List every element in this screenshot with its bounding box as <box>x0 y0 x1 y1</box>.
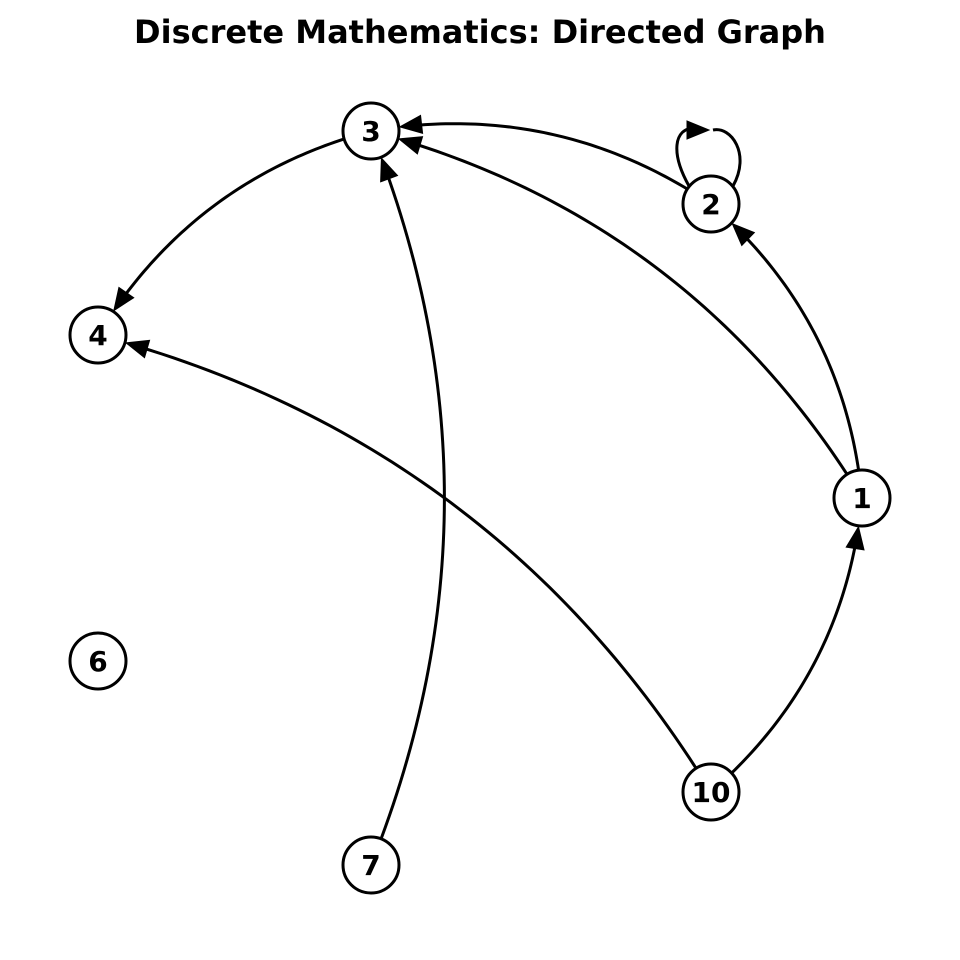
arrow-head <box>124 339 151 359</box>
edge-3-to-4 <box>113 137 345 312</box>
edge-line <box>137 344 698 770</box>
node-4: 4 <box>68 305 128 365</box>
node-circle <box>68 631 128 691</box>
edge-line <box>730 531 860 775</box>
arrow-head <box>731 222 756 247</box>
edges-layer <box>113 114 865 840</box>
edge-line <box>115 137 345 308</box>
edge-1-to-3 <box>397 136 849 476</box>
edge-line <box>407 140 849 476</box>
arrow-head <box>845 525 865 551</box>
arrow-head <box>686 120 711 140</box>
edge-2-to-3 <box>398 114 689 191</box>
node-circle <box>68 305 128 365</box>
node-circle <box>832 468 892 528</box>
node-3: 3 <box>341 101 401 161</box>
nodes-layer: 1 2 3 4 6 7 10 <box>68 101 892 895</box>
node-label: 4 <box>88 319 107 352</box>
edge-1-to-2 <box>731 222 861 471</box>
edge-line <box>404 122 689 191</box>
node-label: 7 <box>361 849 380 882</box>
edge-10-to-1 <box>730 525 865 775</box>
edge-10-to-4 <box>124 339 698 770</box>
edge-2-to-2 <box>675 120 742 187</box>
node-label: 6 <box>88 645 107 678</box>
node-circle <box>681 174 741 234</box>
node-label: 3 <box>361 115 380 148</box>
edge-line <box>734 225 861 471</box>
node-label: 10 <box>692 776 731 809</box>
diagram-title: Discrete Mathematics: Directed Graph <box>134 13 826 51</box>
node-2: 2 <box>681 174 741 234</box>
arrow-head <box>113 286 135 312</box>
node-label: 1 <box>852 482 871 515</box>
edge-7-to-3 <box>379 156 446 840</box>
node-label: 2 <box>701 188 720 221</box>
arrow-head <box>380 156 399 183</box>
node-6: 6 <box>68 631 128 691</box>
node-10: 10 <box>681 762 741 822</box>
node-1: 1 <box>832 468 892 528</box>
node-7: 7 <box>341 835 401 895</box>
arrow-head <box>398 114 424 135</box>
node-circle <box>681 762 741 822</box>
edge-line <box>379 168 446 840</box>
arrow-head <box>397 136 424 155</box>
node-circle <box>341 101 401 161</box>
node-circle <box>341 835 401 895</box>
